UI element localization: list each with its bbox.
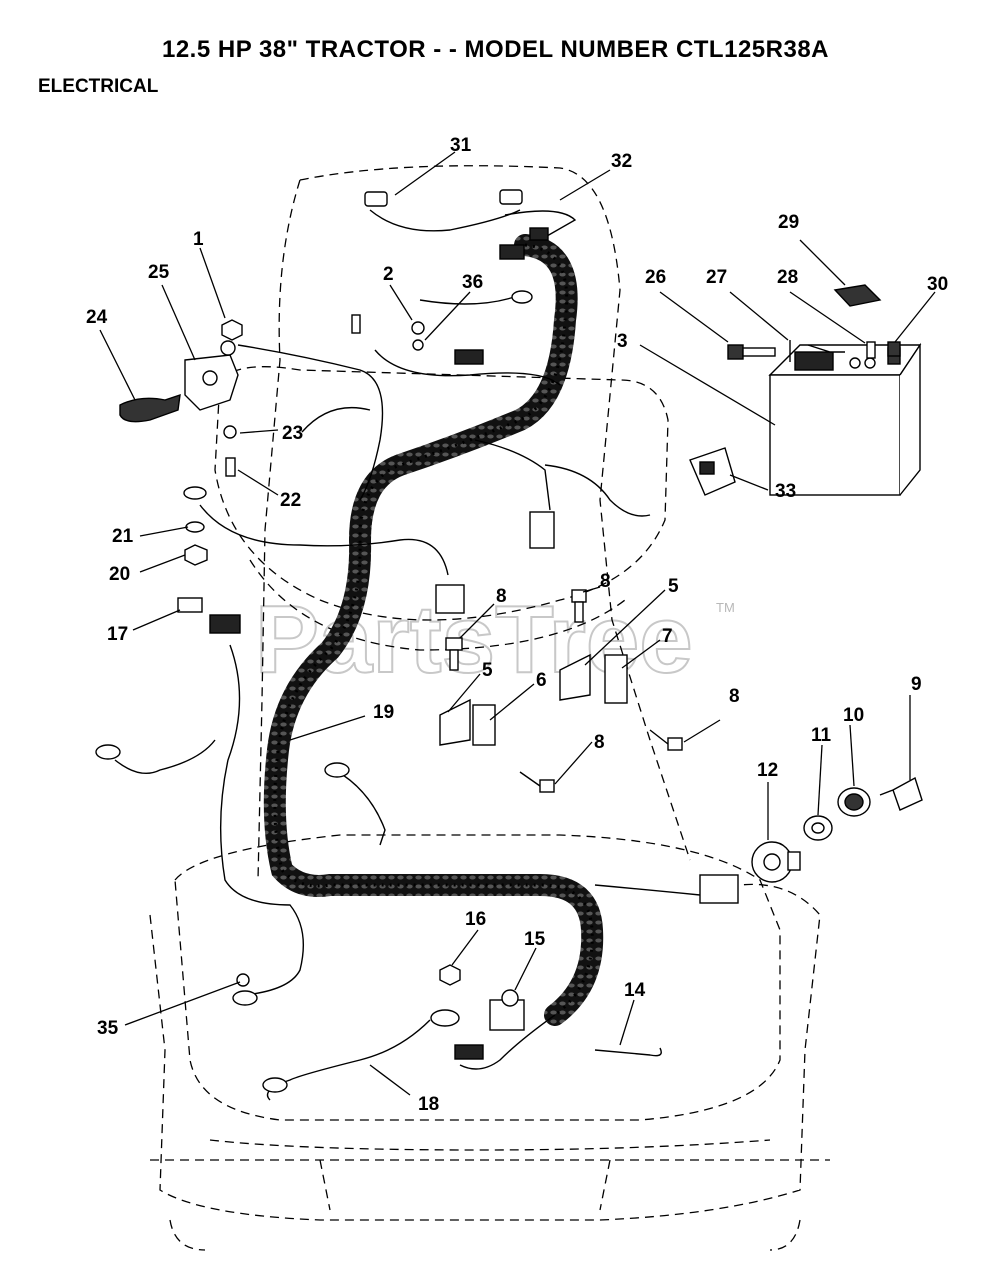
- washer-21: [185, 521, 205, 533]
- callout-21: 21: [112, 526, 134, 547]
- leader-lines: [99, 151, 936, 1096]
- bolt-head-26: [727, 344, 744, 360]
- callout-23: 23: [282, 423, 303, 444]
- washer-35: [236, 973, 250, 987]
- page-title: 12.5 HP 38" TRACTOR - - MODEL NUMBER CTL…: [161, 36, 829, 63]
- callout-27: 27: [706, 267, 727, 288]
- harness-plug: [435, 584, 465, 614]
- connectors-and-hardware: [95, 189, 923, 1093]
- callout-11: 11: [811, 725, 832, 746]
- ring-terminal-21a: [183, 486, 207, 500]
- nut-16: [439, 964, 461, 986]
- callout-8-d: 8: [594, 732, 605, 753]
- harness-plug-2: [529, 511, 555, 549]
- callout-9: 9: [911, 674, 922, 695]
- ring-terminal-18: [262, 1077, 288, 1093]
- socket-plug: [529, 227, 549, 241]
- seat-plug: [454, 1044, 484, 1060]
- callout-32: 32: [611, 151, 632, 172]
- battery: [768, 342, 922, 496]
- callout-12: 12: [757, 760, 778, 781]
- callout-15: 15: [524, 929, 546, 950]
- callout-2: 2: [383, 264, 394, 285]
- light-socket-left: [364, 191, 388, 207]
- ignition-switch-12: [751, 841, 801, 883]
- callout-6: 6: [536, 670, 547, 691]
- washer-36: [412, 339, 424, 351]
- fuse-17: [177, 597, 203, 613]
- callout-35: 35: [97, 1018, 119, 1039]
- ring-terminal-16: [430, 1009, 460, 1027]
- callout-30: 30: [927, 274, 948, 295]
- nut-1: [221, 319, 243, 341]
- socket-plug-2: [499, 244, 525, 260]
- callout-10: 10: [843, 705, 864, 726]
- coiled-wire-harness: [263, 234, 604, 1026]
- callout-28: 28: [777, 267, 798, 288]
- ignition-plug: [699, 874, 739, 904]
- callout-24: 24: [86, 307, 108, 328]
- key-9: [879, 776, 923, 811]
- terminal-post: [351, 314, 361, 334]
- fuse-holder: [209, 614, 241, 634]
- callout-17: 17: [107, 624, 128, 645]
- callout-3: 3: [617, 331, 628, 352]
- switch-7: [604, 654, 628, 704]
- callout-36: 36: [462, 272, 483, 293]
- callout-5-right: 5: [668, 576, 679, 597]
- callout-31: 31: [450, 135, 472, 156]
- nut-20: [184, 544, 208, 566]
- terminal-30: [887, 341, 901, 357]
- cable-tie-14: [594, 1047, 662, 1057]
- callout-20: 20: [109, 564, 130, 585]
- screw-8-b: [571, 589, 587, 623]
- nut-28: [866, 341, 876, 359]
- callout-18: 18: [418, 1094, 439, 1115]
- ring-terminal: [511, 290, 533, 304]
- light-socket-right: [499, 189, 523, 205]
- callout-1: 1: [193, 229, 204, 250]
- terminal-boot: [119, 393, 181, 423]
- callout-29: 29: [778, 212, 799, 233]
- washer-2: [411, 321, 425, 335]
- callout-numbers: 1 2 3 5 5 6 7 8 8 8 8 8 9 10 11 12 14 15…: [86, 135, 948, 1115]
- callout-19: 19: [373, 702, 394, 723]
- ring-terminal-35: [232, 990, 258, 1006]
- bolt-thread-26: [742, 347, 776, 357]
- bolt-22: [225, 457, 236, 477]
- callout-8-a: 8: [600, 571, 611, 592]
- callout-14: 14: [624, 980, 646, 1001]
- callout-5-left: 5: [482, 660, 493, 681]
- callout-8-b: 8: [496, 586, 507, 607]
- solenoid-post: [202, 370, 218, 386]
- callout-25: 25: [148, 262, 170, 283]
- callout-16: 16: [465, 909, 486, 930]
- ring-terminal-mid: [324, 762, 350, 778]
- callout-7: 7: [662, 626, 673, 647]
- callout-26: 26: [645, 267, 666, 288]
- callout-33: 33: [775, 481, 796, 502]
- callout-22: 22: [280, 490, 301, 511]
- terminal-27: [789, 340, 845, 362]
- terminal-cover-29: [833, 284, 882, 307]
- switch-6: [472, 704, 496, 746]
- callout-8-c: 8: [729, 686, 740, 707]
- washer-23: [223, 425, 237, 439]
- bracket-5-left: [439, 698, 471, 746]
- screw-8-a: [445, 637, 463, 671]
- ring-terminal-left: [95, 744, 121, 760]
- screw-8-d: [519, 771, 555, 793]
- flat-connector: [454, 349, 484, 365]
- washer-ring: [220, 340, 236, 356]
- screw-8-c: [649, 729, 683, 751]
- seat-switch-15: [489, 989, 525, 1031]
- section-title: ELECTRICAL: [38, 76, 159, 97]
- watermark-tm: TM: [716, 600, 735, 615]
- bracket-5-right: [559, 653, 591, 701]
